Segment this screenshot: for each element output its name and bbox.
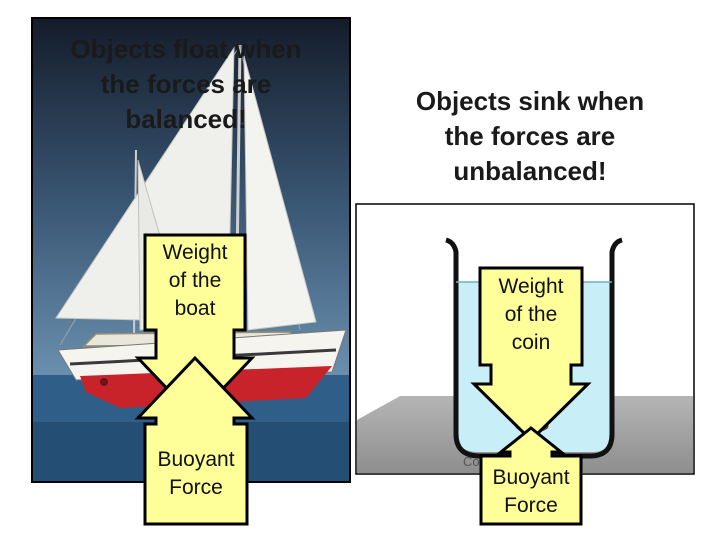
buoyant-arrow-boat: [134, 355, 256, 526]
buoyant-label-coin: Buoyant Force: [492, 466, 570, 517]
weight-label-coin: Weight of the coin: [498, 275, 564, 354]
weight-label-boat: Weight of the boat: [162, 241, 228, 320]
sink-title: Objects sink when the forces are unbalan…: [415, 86, 645, 186]
main-sail: [243, 55, 317, 331]
porthole: [100, 378, 108, 386]
float-title: Objects float when the forces are balanc…: [70, 34, 302, 134]
sailboat-photo: [31, 17, 351, 483]
buoyant-label-boat: Buoyant Force: [157, 448, 235, 499]
buoyant-arrow-coin: [479, 426, 583, 526]
weight-arrow-coin: [470, 266, 592, 443]
